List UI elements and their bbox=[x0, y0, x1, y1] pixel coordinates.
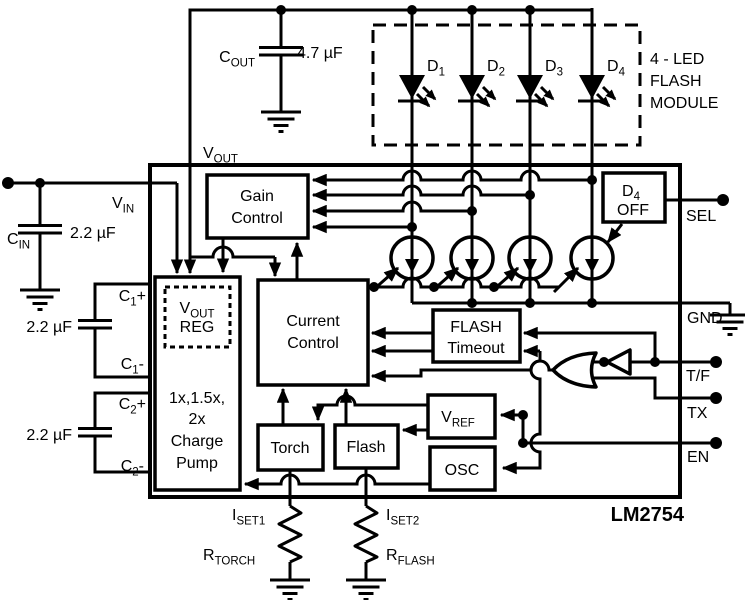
module-label: MODULE bbox=[650, 95, 718, 112]
osc-block bbox=[428, 445, 497, 492]
led-module-box bbox=[371, 23, 642, 147]
c1-minus-label: C1- bbox=[121, 356, 144, 377]
cout-value: 4.7 µF bbox=[297, 45, 343, 62]
pin-gnd-label: GND bbox=[687, 310, 723, 327]
cin-capacitor bbox=[18, 183, 62, 311]
resistor-icon bbox=[277, 504, 303, 564]
vout-reg-block bbox=[163, 285, 232, 349]
charge-pump-label: Pump bbox=[176, 455, 218, 472]
tx-terminal bbox=[710, 392, 722, 404]
pin-en-label: EN bbox=[687, 449, 709, 466]
led-icon bbox=[516, 8, 553, 240]
ground-icon bbox=[18, 276, 62, 311]
tf-terminal bbox=[710, 356, 722, 368]
ground-icon bbox=[259, 98, 303, 133]
flash-timeout-label: FLASH bbox=[450, 319, 502, 336]
vref-block bbox=[426, 393, 497, 440]
iset1-label: ISET1 bbox=[232, 507, 265, 528]
charge-pump-block bbox=[153, 275, 242, 492]
chip-outline bbox=[148, 163, 682, 499]
junction-dot bbox=[518, 410, 528, 420]
pin-sel-label: SEL bbox=[686, 208, 716, 225]
module-label: 4 - LED bbox=[650, 51, 704, 68]
c1-capacitor bbox=[78, 282, 150, 379]
current-control-label: Control bbox=[287, 335, 339, 352]
wire-osc-to-pump bbox=[243, 473, 430, 491]
led-d1-label: D1 bbox=[427, 58, 445, 79]
inverter-icon bbox=[605, 348, 632, 376]
cin-label: CIN bbox=[7, 231, 30, 252]
wire-tx bbox=[592, 376, 716, 400]
junction-dot bbox=[276, 5, 286, 15]
rflash-label: RFLASH bbox=[386, 547, 435, 568]
vout-reg-label: REG bbox=[180, 319, 215, 336]
ground-icon bbox=[344, 566, 388, 600]
led-d4-label: D4 bbox=[607, 58, 626, 79]
c2-value: 2.2 µF bbox=[26, 427, 72, 444]
sel-terminal bbox=[717, 194, 729, 206]
current-control-block bbox=[256, 278, 370, 387]
gain-control-label: Gain bbox=[240, 188, 274, 205]
c2-capacitor bbox=[78, 391, 150, 474]
junction-dot bbox=[407, 5, 417, 15]
rtorch-resistor bbox=[268, 470, 312, 600]
current-drive-bus bbox=[368, 266, 580, 294]
junction-dot bbox=[650, 357, 660, 367]
module-label: FLASH bbox=[650, 73, 702, 90]
vout-net-label: VOUT bbox=[203, 145, 238, 166]
junction-dot bbox=[467, 5, 477, 15]
cin-value: 2.2 µF bbox=[70, 225, 116, 242]
d4-off-label: OFF bbox=[617, 202, 649, 219]
junction-dot bbox=[518, 438, 528, 448]
cout-label: COUT bbox=[219, 49, 255, 70]
d4-off-block bbox=[601, 171, 667, 224]
vout-reg-label: VOUT bbox=[180, 300, 215, 321]
pin-tx-label: TX bbox=[687, 405, 708, 422]
c2-minus-label: C2- bbox=[121, 458, 144, 479]
d4-off-label: D4 bbox=[622, 183, 641, 203]
resistor-icon bbox=[353, 504, 379, 564]
junction-dot bbox=[525, 5, 535, 15]
chip-part-label: LM2754 bbox=[611, 504, 685, 526]
wire-d4off-to-source bbox=[606, 223, 624, 243]
flash-label: Flash bbox=[346, 439, 385, 456]
wire-tf-to-timeout bbox=[522, 326, 657, 362]
c2-plus-label: C2+ bbox=[119, 396, 146, 417]
led-d2-label: D2 bbox=[487, 58, 505, 79]
vref-label: VREF bbox=[441, 409, 475, 430]
torch-label: Torch bbox=[270, 440, 309, 457]
iset2-label: ISET2 bbox=[386, 507, 419, 528]
current-control-label: Current bbox=[286, 313, 340, 330]
charge-pump-label: 2x bbox=[189, 411, 206, 428]
charge-pump-label: Charge bbox=[171, 433, 224, 450]
wire-en-to-vref bbox=[499, 408, 525, 443]
c1-plus-label: C1+ bbox=[119, 288, 146, 309]
led-icon bbox=[458, 8, 495, 240]
osc-label: OSC bbox=[445, 462, 480, 479]
rtorch-label: RTORCH bbox=[203, 547, 255, 568]
rflash-resistor bbox=[344, 468, 388, 600]
vin-net-label: VIN bbox=[112, 195, 134, 216]
ground-icon bbox=[268, 566, 312, 600]
gain-control-label: Control bbox=[231, 210, 283, 227]
or-gate-icon bbox=[551, 351, 598, 389]
pin-tf-label: T/F bbox=[686, 368, 710, 385]
en-terminal bbox=[710, 437, 722, 449]
wire-gate-to-cc bbox=[370, 359, 567, 383]
charge-pump-label: 1x,1.5x, bbox=[169, 390, 225, 407]
flash-timeout-label: Timeout bbox=[447, 340, 505, 357]
junction-dot bbox=[599, 357, 609, 367]
torch-block bbox=[256, 423, 325, 472]
cout-capacitor bbox=[259, 10, 303, 133]
gnd-bus bbox=[412, 298, 745, 336]
flash-timeout-block bbox=[431, 308, 522, 364]
gain-feedback-wires bbox=[311, 169, 597, 234]
led-d3-label: D3 bbox=[545, 58, 563, 79]
wire-vref-to-torch bbox=[311, 394, 428, 422]
gain-control-block bbox=[205, 173, 310, 240]
c1-value: 2.2 µF bbox=[26, 319, 72, 336]
